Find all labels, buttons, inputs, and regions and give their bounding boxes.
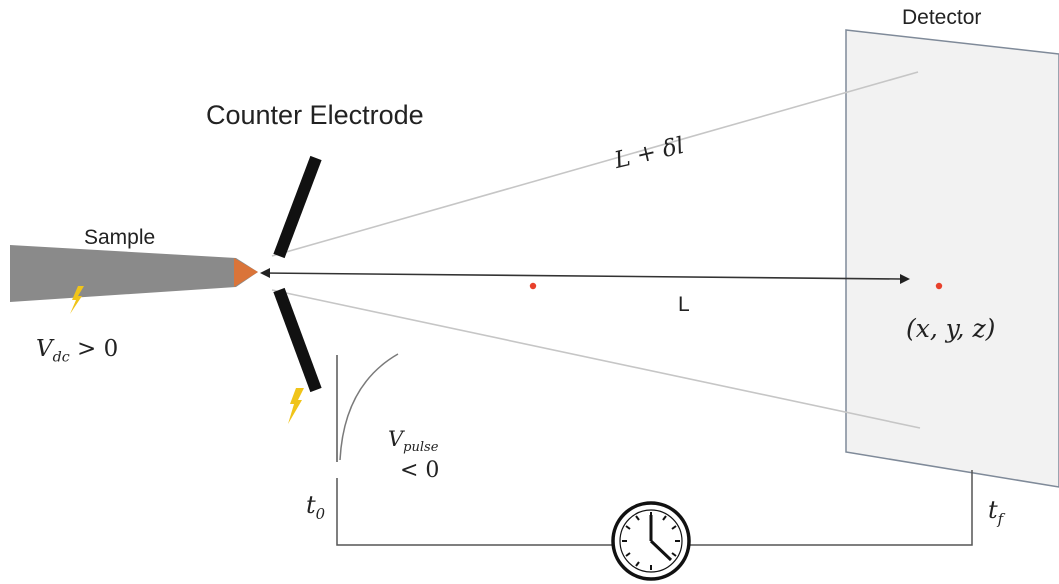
- pulse-curve: [339, 353, 399, 461]
- ion-in-flight: [529, 282, 537, 290]
- clock-icon: [611, 501, 691, 581]
- counter-electrode-label: Counter Electrode: [206, 100, 424, 130]
- sample-tip-apex: [234, 258, 258, 287]
- pulse-voltage-subscript: pulse: [403, 440, 439, 456]
- timing-circuit-right: [690, 470, 973, 546]
- path-arrowhead-left: [260, 268, 270, 278]
- start-time-symbol: t: [306, 491, 316, 519]
- central-flight-path: [261, 272, 903, 280]
- dc-voltage-subscript: dc: [52, 349, 70, 366]
- electrode-voltage-bolt-icon: [288, 388, 304, 424]
- detector-label: Detector: [902, 6, 982, 29]
- pulse-voltage-relation: < 0: [400, 458, 440, 483]
- dc-voltage-relation: > 0: [69, 336, 119, 362]
- flight-length-label: L: [678, 293, 690, 316]
- dc-voltage-label: Vdc > 0: [36, 336, 118, 366]
- dc-voltage-symbol: V: [36, 336, 53, 362]
- start-time-label: t0: [306, 491, 325, 523]
- lower-flight-path: [271, 289, 921, 429]
- detector-plate: [845, 29, 1059, 488]
- counter-electrode-lower: [273, 287, 322, 393]
- final-time-symbol: t: [988, 496, 998, 524]
- sample-voltage-bolt-icon: [70, 286, 84, 314]
- timing-circuit: [336, 478, 612, 546]
- path-arrowhead-right: [900, 274, 910, 284]
- sample-label: Sample: [84, 226, 156, 249]
- ion-impact-point: [935, 282, 943, 290]
- impact-position-label: (x, y, z): [906, 314, 996, 343]
- sample-specimen: [10, 245, 258, 302]
- start-time-subscript: 0: [315, 504, 326, 523]
- pulse-voltage-label: Vpulse: [388, 427, 438, 455]
- counter-electrode-upper: [273, 155, 322, 259]
- final-time-subscript: f: [997, 509, 1004, 528]
- upper-flight-path: [271, 71, 919, 257]
- final-time-label: tf: [988, 496, 1003, 528]
- pulse-voltage-symbol: V: [388, 427, 404, 451]
